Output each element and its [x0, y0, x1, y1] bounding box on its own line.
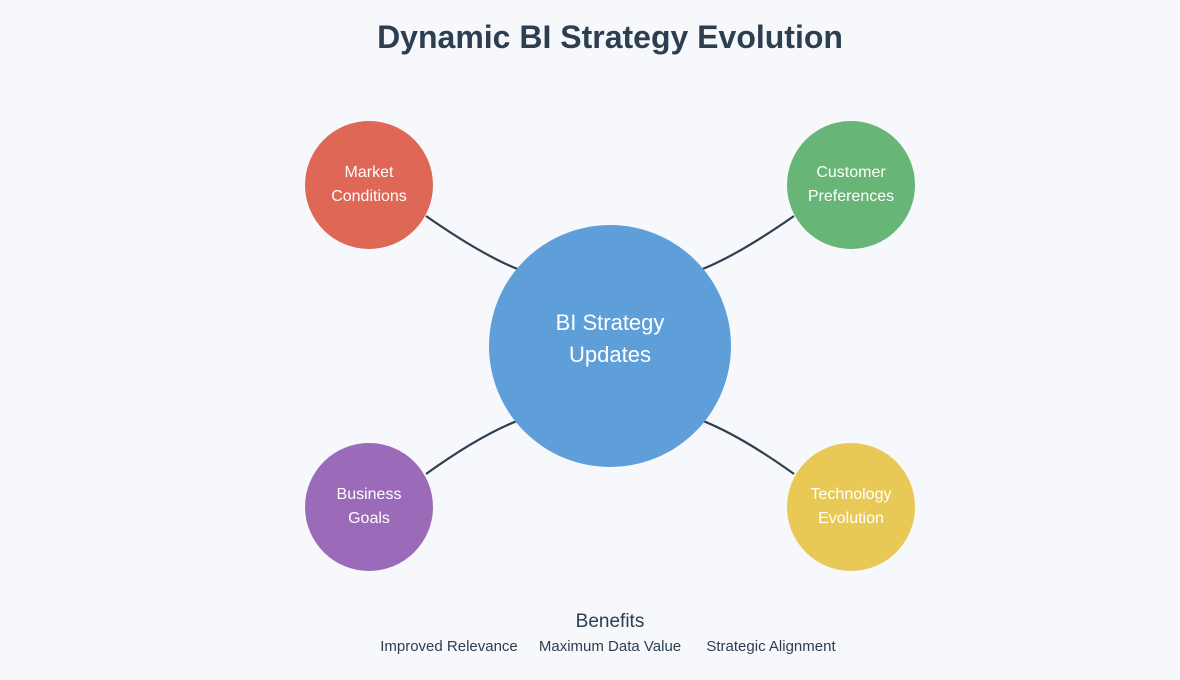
customer-preferences-label-line-1: Customer [816, 164, 886, 181]
center-label-line-1: BI Strategy [556, 310, 665, 335]
business-goals-label-line-1: Business [337, 486, 402, 503]
benefit-item-improved-relevance: Improved Relevance [380, 638, 518, 655]
benefits-heading: Benefits [576, 611, 645, 632]
technology-evolution-label-line-1: Technology [811, 486, 892, 503]
node-business-goals: Business Goals [305, 443, 433, 571]
market-conditions-circle [305, 121, 433, 249]
customer-preferences-circle [787, 121, 915, 249]
business-goals-label-line-2: Goals [348, 510, 390, 527]
node-market-conditions: Market Conditions [305, 121, 433, 249]
market-conditions-label-line-1: Market [345, 164, 394, 181]
market-conditions-label-line-2: Conditions [331, 188, 407, 205]
center-circle [489, 225, 731, 467]
technology-evolution-circle [787, 443, 915, 571]
technology-evolution-label-line-2: Evolution [818, 510, 884, 527]
customer-preferences-label-line-2: Preferences [808, 188, 894, 205]
benefit-item-strategic-alignment: Strategic Alignment [706, 638, 836, 655]
node-technology-evolution: Technology Evolution [787, 443, 915, 571]
benefit-item-maximum-data-value: Maximum Data Value [539, 638, 681, 655]
center-node: BI Strategy Updates [489, 225, 731, 467]
node-customer-preferences: Customer Preferences [787, 121, 915, 249]
business-goals-circle [305, 443, 433, 571]
page-title: Dynamic BI Strategy Evolution [377, 19, 843, 55]
benefits-section: Benefits Improved Relevance Maximum Data… [380, 611, 836, 655]
center-label-line-2: Updates [569, 342, 651, 367]
